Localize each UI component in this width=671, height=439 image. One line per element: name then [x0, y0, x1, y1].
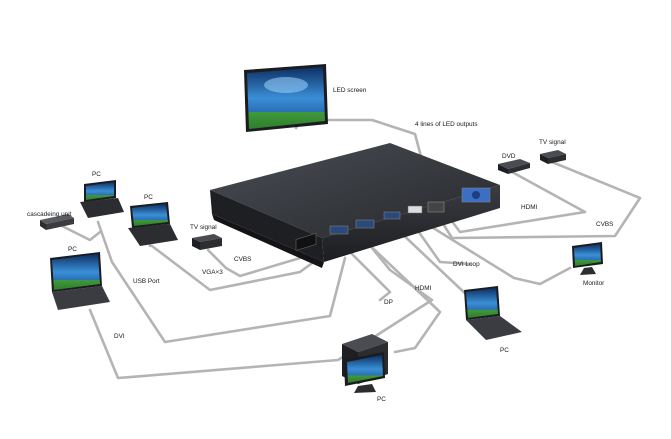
cable-usb	[96, 220, 347, 344]
tv-box-icon	[192, 234, 222, 250]
processor-icon	[210, 143, 500, 268]
label-pc-right: PC	[500, 347, 509, 354]
label-led-screen: LED screen	[333, 87, 367, 94]
laptop-icon	[80, 180, 124, 218]
label-pc-bottom: PC	[377, 396, 386, 403]
cable-dvi-left	[88, 246, 434, 380]
label-hdmi-right: HDMI	[521, 204, 538, 211]
cable-monitor	[428, 224, 572, 286]
cascade-unit-icon	[40, 214, 74, 230]
label-pc-top-left: PC	[92, 171, 101, 178]
dvd-player-icon	[498, 159, 530, 174]
cable-tv-cvbs-left	[206, 248, 312, 278]
cable-dvi-loop	[414, 226, 472, 266]
desktop-pc-icon	[342, 334, 388, 393]
cable-cascade	[60, 224, 102, 242]
cable-tv-cvbs-right	[440, 160, 642, 240]
cable-vga-2	[340, 242, 392, 302]
label-tv-signal-top: TV signal	[539, 139, 566, 146]
label-cvbs-left: CVBS	[234, 256, 252, 263]
label-cvbs-right: CVBS	[596, 221, 614, 228]
label-led-outputs: 4 lines of LED outputs	[415, 121, 478, 128]
label-dvi-loop: DVI Loop	[453, 261, 480, 268]
cable-hdmi-pc-right	[396, 228, 472, 300]
label-pc-top-mid: PC	[144, 194, 153, 201]
label-tv-signal-left: TV signal	[190, 224, 217, 231]
label-usb-port: USB Port	[133, 278, 160, 285]
laptop-icon	[464, 286, 522, 340]
desktop-pc-icon	[128, 202, 178, 246]
monitor-icon	[572, 242, 603, 275]
label-dp: DP	[384, 299, 393, 306]
label-dvi-left: DVI	[114, 333, 125, 340]
label-pc-left: PC	[68, 246, 77, 253]
laptop-icon	[50, 252, 110, 310]
tv-box-icon	[540, 150, 566, 164]
label-vga: VGA×3	[202, 269, 223, 276]
cable-dp-pc-bottom	[358, 234, 442, 354]
label-cascade-unit: cascadeing unit	[27, 211, 72, 218]
label-hdmi-mid: HDMI	[415, 285, 432, 292]
label-dvd: DVD	[502, 153, 516, 160]
label-monitor: Monitor	[583, 280, 605, 287]
cable-dvd-hdmi	[446, 170, 587, 234]
led-screen-icon	[244, 64, 328, 132]
